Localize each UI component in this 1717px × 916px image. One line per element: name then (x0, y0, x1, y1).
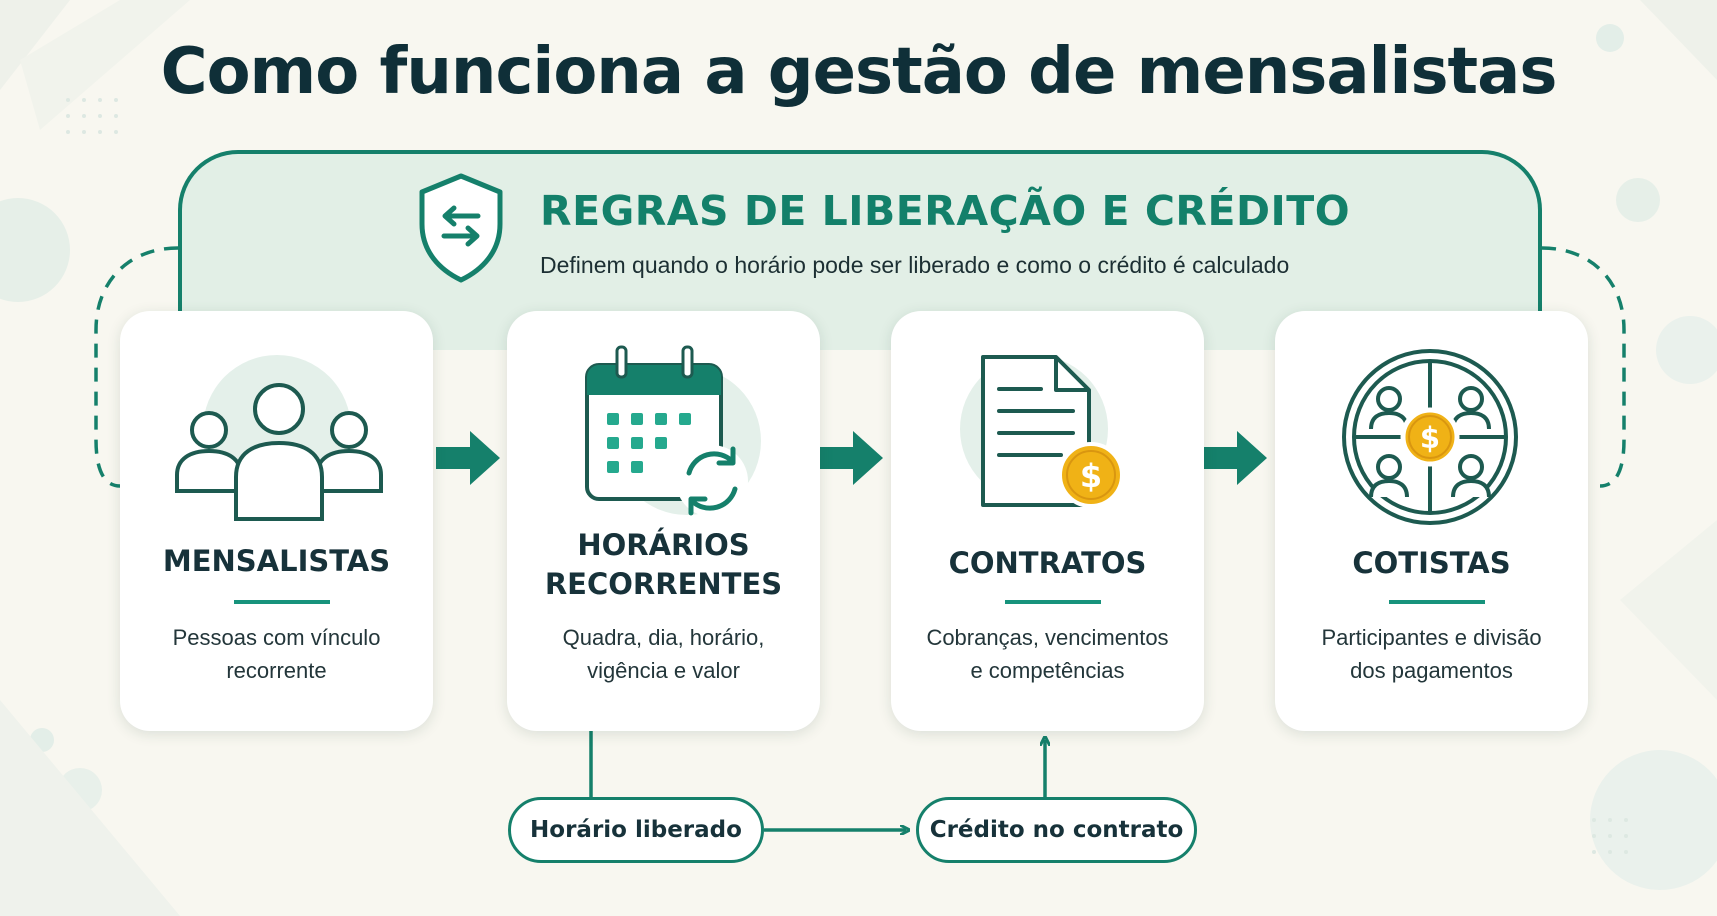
card-title: HORÁRIOS (577, 528, 750, 562)
svg-text:$: $ (1420, 421, 1440, 455)
card-mensalistas: MENSALISTAS Pessoas com vínculo recorren… (120, 311, 433, 731)
contract-document-icon: $ (960, 355, 1124, 508)
card-description-line: Quadra, dia, horário, (562, 625, 765, 650)
svg-text:$: $ (1080, 457, 1102, 495)
card-contratos: $ CONTRATOS Cobranças, vencimentos e com… (891, 311, 1204, 731)
card-description-line: dos pagamentos (1350, 658, 1513, 683)
card-description-line: recorrente (226, 658, 327, 683)
card-cotistas: $ COTISTAS Participantes e divisão dos p… (1275, 311, 1588, 731)
card-title: CONTRATOS (948, 546, 1147, 580)
card-title: MENSALISTAS (162, 544, 391, 578)
shared-payment-icon: $ (1342, 349, 1518, 525)
rules-description: Definem quando o horário pode ser libera… (540, 252, 1290, 278)
recurring-calendar-icon (585, 345, 761, 517)
card-underline (234, 600, 330, 604)
card-description-line: vigência e valor (587, 658, 740, 683)
pill-credito-no-contrato: Crédito no contrato (916, 797, 1197, 863)
card-description-line: e competências (970, 658, 1125, 683)
people-group-icon (175, 355, 383, 521)
card-description-line: Participantes e divisão (1321, 625, 1542, 650)
card-description-line: Pessoas com vínculo (172, 625, 381, 650)
shield-swap-icon (419, 173, 503, 283)
rules-title: REGRAS DE LIBERAÇÃO E CRÉDITO (540, 187, 1351, 235)
card-title: COTISTAS (1352, 546, 1511, 580)
card-underline (1005, 600, 1101, 604)
card-underline (1389, 600, 1485, 604)
card-description-line: Cobranças, vencimentos (926, 625, 1169, 650)
pill-horario-liberado: Horário liberado (508, 797, 764, 863)
card-title: RECORRENTES (544, 567, 783, 601)
card-horarios-recorrentes: HORÁRIOS RECORRENTES Quadra, dia, horári… (507, 311, 820, 731)
page-title: Como funciona a gestão de mensalistas (160, 35, 1558, 109)
